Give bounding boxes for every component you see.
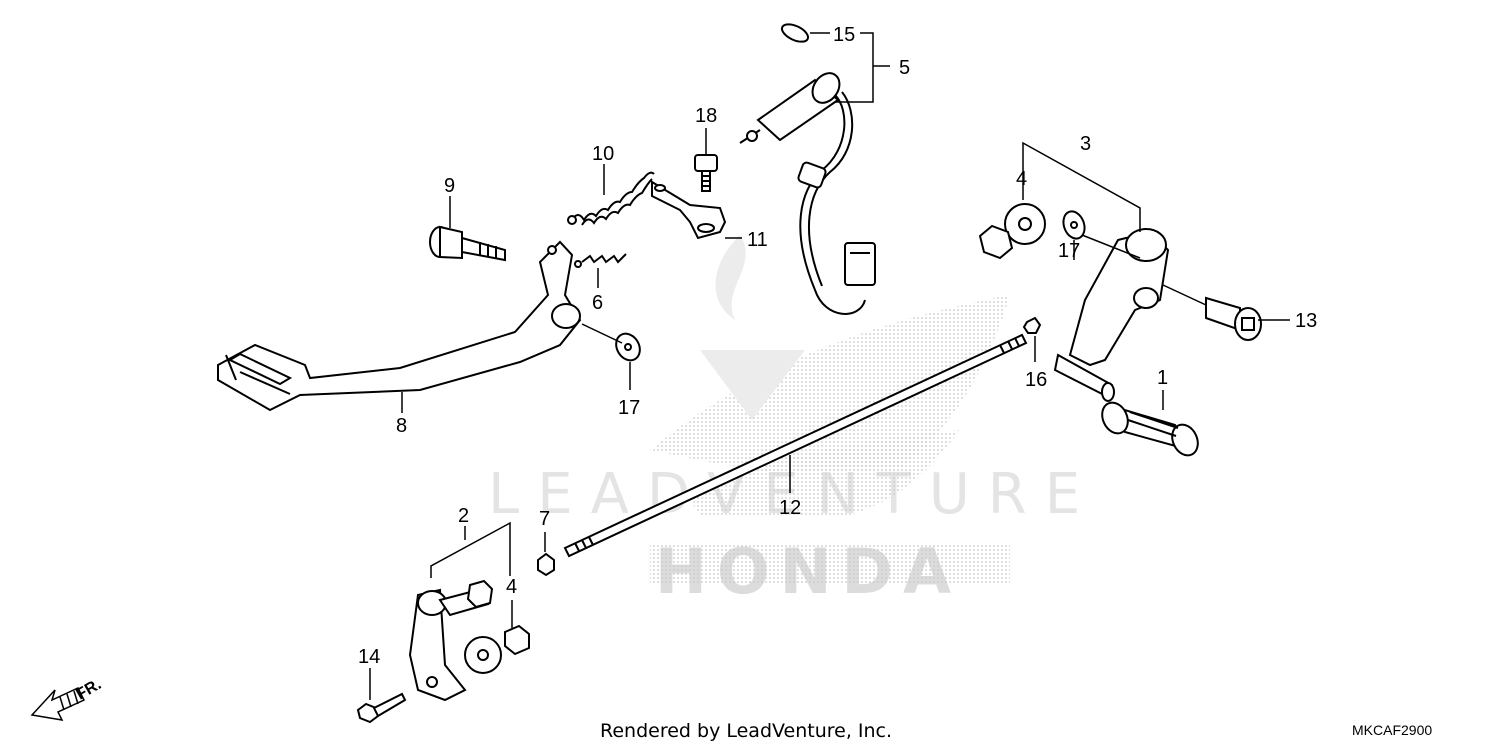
- callout-17-right: 17: [1058, 240, 1080, 262]
- rubber-grip-part-1: [1101, 401, 1199, 457]
- washer-part-17-left: [615, 332, 641, 362]
- nut-part-16: [1022, 316, 1042, 334]
- callout-5: 5: [899, 57, 910, 79]
- callout-14: 14: [358, 646, 380, 668]
- joint-link-part-2: [408, 579, 494, 702]
- spring-part-6: [574, 253, 627, 268]
- shift-lever-part-3: [1053, 228, 1170, 402]
- callout-3: 3: [1080, 133, 1091, 155]
- callout-4-lower: 4: [506, 576, 517, 598]
- honda-wing-watermark: [650, 295, 1010, 585]
- callout-12: 12: [779, 497, 801, 519]
- callout-16: 16: [1025, 369, 1047, 391]
- switch-sensor-part-5: [739, 72, 876, 315]
- spring-part-10: [567, 171, 655, 226]
- callout-17-left: 17: [618, 397, 640, 419]
- bolt-part-18: [694, 154, 718, 192]
- render-credit: Rendered by LeadVenture, Inc.: [600, 720, 893, 742]
- leadventure-logo-watermark: [700, 235, 805, 420]
- callout-11: 11: [747, 229, 768, 251]
- washer-part-17-right: [1062, 210, 1086, 240]
- callout-18: 18: [695, 105, 717, 127]
- callout-4-upper: 4: [1016, 168, 1027, 190]
- ball-joint-part-4-upper: [978, 203, 1046, 260]
- leader-lines: [369, 32, 1290, 700]
- pivot-bolt-part-9: [429, 225, 506, 262]
- pivot-bolt-part-13: [1205, 296, 1262, 341]
- callout-2: 2: [458, 505, 469, 527]
- clip-part-15: [780, 23, 810, 43]
- front-direction-arrow-icon: [30, 687, 86, 721]
- brake-pedal-part-8: [217, 240, 582, 412]
- callout-15: 15: [833, 24, 855, 46]
- ball-joint-part-4-lower: [464, 624, 530, 674]
- callout-8: 8: [396, 415, 407, 437]
- bracket-part-11: [651, 180, 727, 240]
- callout-13: 13: [1295, 310, 1317, 332]
- nut-part-7: [537, 552, 555, 577]
- callout-10: 10: [592, 143, 614, 165]
- rod-part-12: [563, 333, 1028, 558]
- callout-9: 9: [444, 175, 455, 197]
- callout-1: 1: [1157, 367, 1168, 389]
- diagram-code: MKCAF2900: [1352, 722, 1433, 738]
- bolt-part-14: [356, 692, 407, 724]
- callout-7: 7: [539, 508, 550, 530]
- callout-6: 6: [592, 292, 603, 314]
